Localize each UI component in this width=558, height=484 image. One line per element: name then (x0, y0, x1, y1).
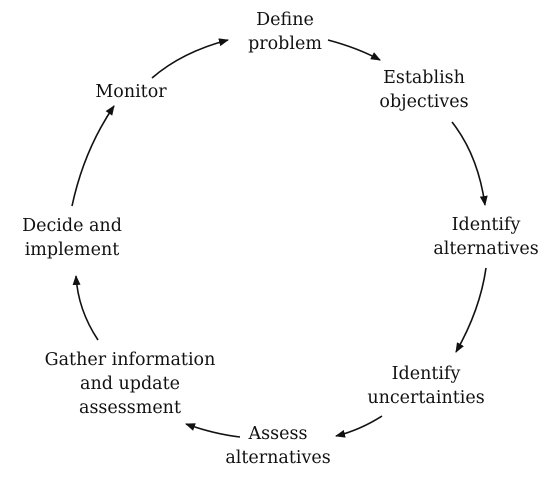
node-define-problem-line-1: Define (256, 10, 314, 30)
node-decide-and-implement-line-2: implement (24, 240, 120, 260)
node-identify-alternatives: Identify alternatives (426, 213, 546, 261)
node-gather-information-line-1: Gather information (44, 350, 216, 370)
node-gather-information-line-3: assessment (79, 398, 181, 418)
node-assess-alternatives-line-2: alternatives (225, 448, 331, 468)
node-identify-alternatives-line-1: Identify (451, 215, 521, 235)
node-identify-uncertainties-line-2: uncertainties (367, 388, 485, 408)
node-monitor-line-1: Monitor (95, 82, 167, 102)
node-identify-uncertainties-line-1: Identify (391, 364, 461, 384)
arrow-decide-to-monitor (71, 105, 115, 207)
node-assess-alternatives-line-1: Assess (248, 424, 308, 444)
arrow-monitor-to-define (151, 38, 229, 79)
node-identify-alternatives-line-2: alternatives (433, 239, 539, 259)
node-gather-information-line-2: and update (80, 374, 180, 394)
node-decide-and-implement-line-1: Decide and (22, 216, 122, 236)
arrow-establish-to-identify-alt (451, 121, 488, 206)
arrow-unc-to-assess (335, 415, 383, 438)
arrow-assess-to-gather (185, 423, 241, 438)
node-establish-objectives-line-2: objectives (379, 92, 469, 112)
arrow-define-to-establish (327, 39, 381, 61)
node-define-problem: Define problem (237, 8, 333, 56)
arrow-gather-to-decide (72, 275, 99, 341)
arrow-identify-alt-to-unc (455, 267, 487, 353)
node-establish-objectives-line-1: Establish (383, 68, 465, 88)
node-identify-uncertainties: Identify uncertainties (362, 362, 490, 410)
node-decide-and-implement: Decide and implement (16, 214, 128, 262)
node-monitor: Monitor (86, 80, 176, 104)
node-gather-information: Gather information and update assessment (36, 348, 224, 420)
node-define-problem-line-2: problem (248, 34, 322, 54)
node-assess-alternatives: Assess alternatives (222, 422, 334, 470)
node-establish-objectives: Establish objectives (368, 66, 480, 114)
